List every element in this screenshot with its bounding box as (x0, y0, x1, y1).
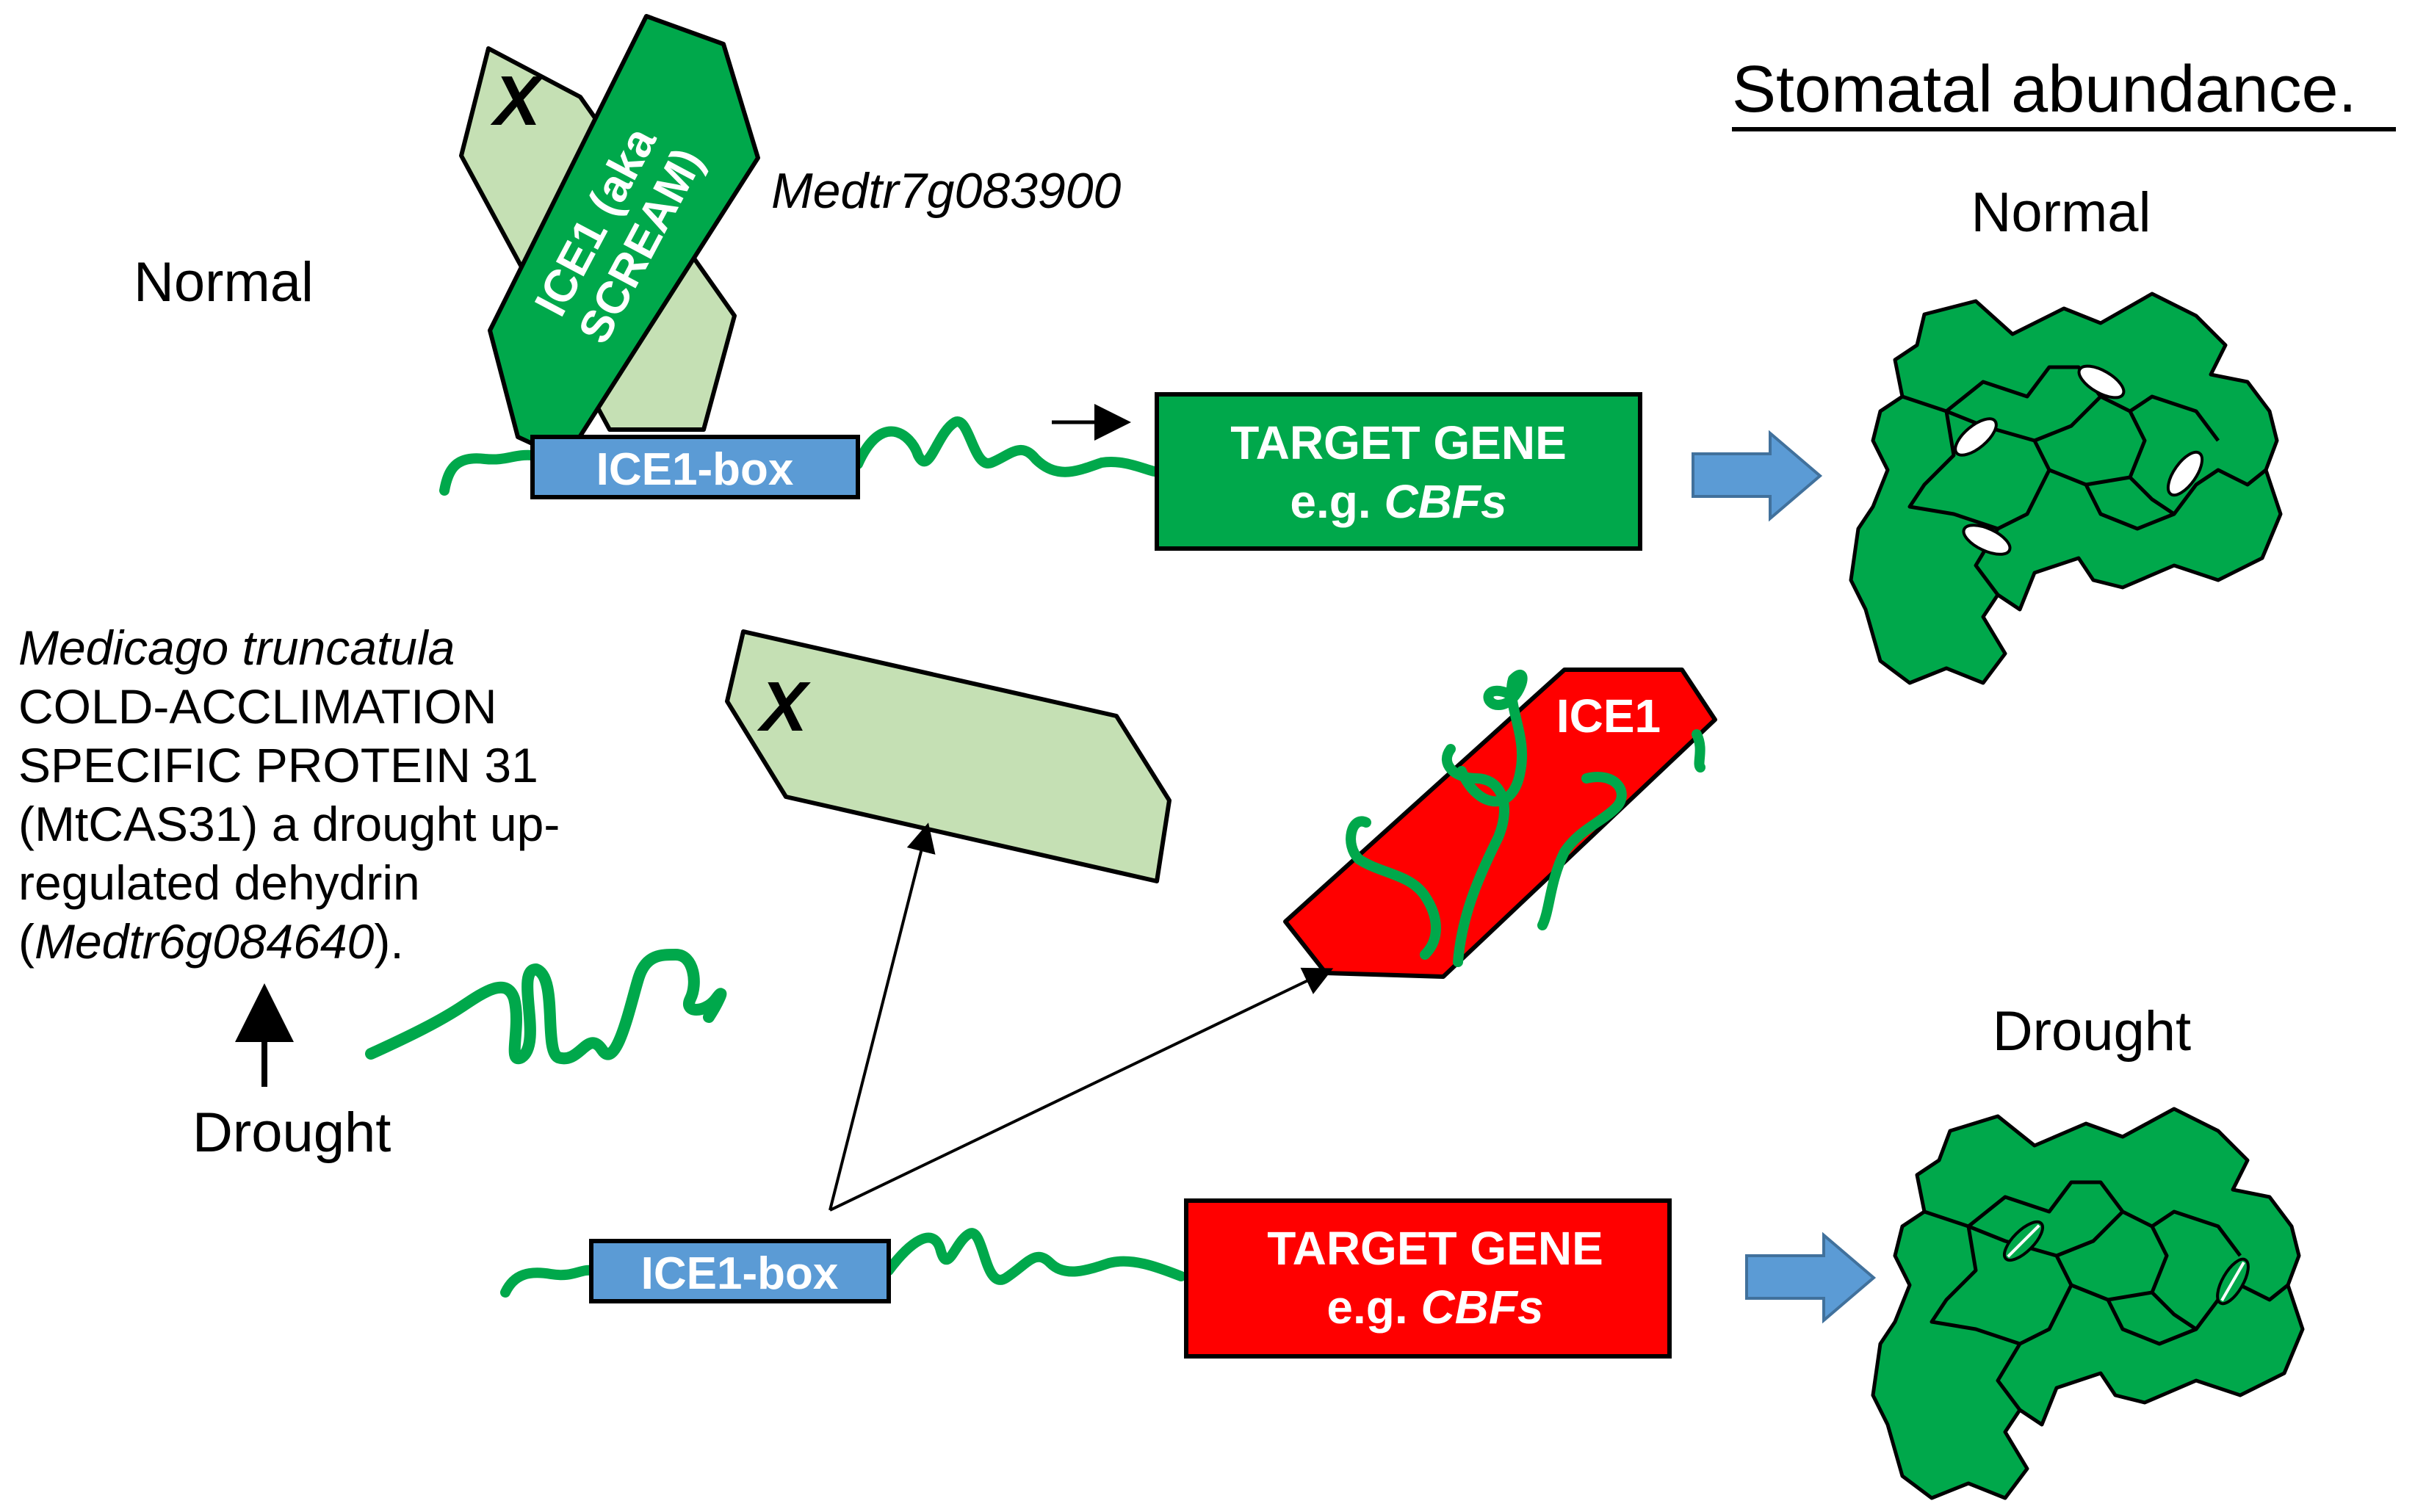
partner-x-mark-normal: X (490, 62, 544, 140)
ice1-box-normal (530, 435, 860, 499)
stomata-normal-label: Normal (1971, 181, 2151, 244)
dehydrin-line4: (MtCAS31) a drought up- (18, 797, 560, 851)
dehydrin-squiggle (365, 949, 727, 1065)
dehydrin-line2: COLD-ACCLIMATION (18, 679, 497, 734)
dehydrin-wrap (1346, 669, 1705, 967)
leaf-epidermis-icon (1849, 292, 2283, 685)
dna-strand-drought-left (500, 1265, 596, 1298)
gene-id-medtr7g083900: Medtr7g083900 (771, 163, 1122, 219)
stoma-icon (2003, 1220, 2044, 1262)
stoma-icon (1962, 524, 2012, 556)
ice1-box-drought (589, 1239, 891, 1303)
stomata-drought-label: Drought (1993, 1000, 2191, 1063)
leaf-epidermis-icon (1871, 1107, 2305, 1500)
arrow-to-partner (829, 822, 936, 1211)
ice1-box-normal-label: ICE1-box (596, 444, 794, 495)
diagram-title: Stomatal abundance. (1732, 53, 2357, 126)
target-gene-drought (1184, 1198, 1672, 1359)
arrow-to-ice1-drought (829, 967, 1334, 1212)
dna-strand-normal-left (439, 449, 538, 496)
dehydrin-line5: regulated dehydrin (18, 856, 420, 910)
ice1-box-drought-label: ICE1-box (641, 1248, 839, 1299)
target-gene-drought-line1: TARGET GENE (1267, 1222, 1603, 1275)
dehydrin-line6: (Medtr6g084640). (18, 914, 404, 969)
dehydrin-line3: SPECIFIC PROTEIN 31 (18, 738, 538, 792)
partner-protein-drought (725, 629, 1172, 883)
stoma-icon (2166, 450, 2204, 497)
dehydrin-description: Medicago truncatula COLD-ACCLIMATION SPE… (18, 621, 560, 969)
target-gene-drought-line2: e.g. CBFs (1326, 1281, 1543, 1334)
target-gene-normal (1155, 392, 1642, 551)
dna-strand-normal-right (853, 416, 1160, 477)
target-gene-normal-line2: e.g. CBFs (1290, 475, 1506, 528)
dehydrin-line1: Medicago truncatula (18, 621, 455, 675)
stoma-icon (2077, 364, 2126, 399)
block-arrow-icon (1745, 1231, 1877, 1324)
normal-label: Normal (134, 251, 314, 314)
block-arrow-icon (1692, 430, 1823, 522)
dna-strand-drought-right (884, 1228, 1186, 1285)
ice1-drought-label: ICE1 (1556, 690, 1661, 742)
drought-label: Drought (192, 1102, 391, 1164)
stoma-icon (2216, 1257, 2250, 1306)
partner-x-mark-drought: X (757, 668, 811, 746)
stoma-icon (1954, 417, 1998, 457)
target-gene-normal-line1: TARGET GENE (1230, 416, 1567, 469)
